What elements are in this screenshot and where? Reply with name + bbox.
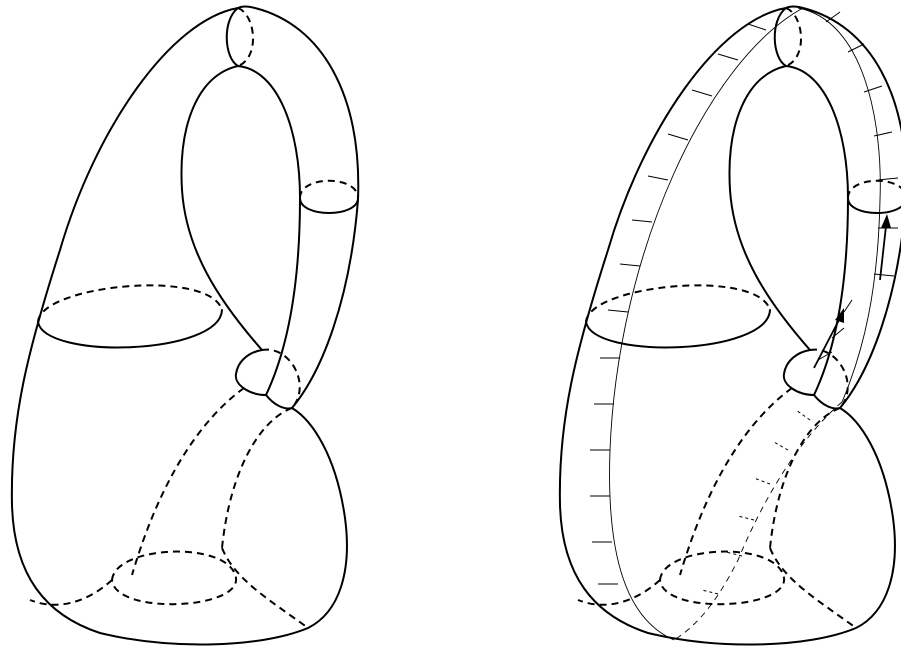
strip-ticks-hidden xyxy=(702,410,810,594)
strip-ticks-right xyxy=(818,12,898,360)
direction-arrows xyxy=(814,214,891,368)
strip-ticks-left xyxy=(590,24,766,584)
klein-bottle-left xyxy=(12,7,358,645)
arrow-upper xyxy=(880,226,886,280)
klein-bottle-right xyxy=(560,7,901,645)
